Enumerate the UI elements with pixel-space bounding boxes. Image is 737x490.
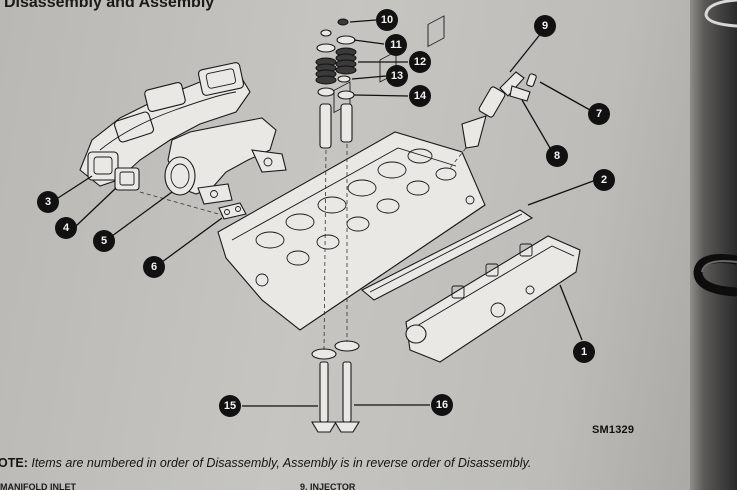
callout-10: 10 <box>376 9 398 31</box>
section-title: Disassembly and Assembly <box>4 0 215 11</box>
callout-1: 1 <box>573 341 595 363</box>
valve-seals <box>311 340 360 360</box>
svg-text:7: 7 <box>596 108 602 120</box>
valve-cover-gasket <box>361 209 534 301</box>
exploded-view-diagram: 1 2 3 4 5 6 7 8 9 10 11 12 13 14 15 16 <box>37 9 615 433</box>
callout-14: 14 <box>409 85 431 107</box>
callout-leaders <box>57 19 597 407</box>
callout-13: 13 <box>386 65 408 87</box>
valve-train-parts <box>315 18 357 149</box>
svg-text:3: 3 <box>45 196 51 208</box>
valves <box>311 361 360 433</box>
svg-text:6: 6 <box>151 261 157 273</box>
svg-text:2: 2 <box>601 174 607 186</box>
binder-ring-icon <box>693 254 737 297</box>
callout-4: 4 <box>55 217 77 239</box>
manual-page: Disassembly and Assembly <box>0 0 700 490</box>
injector-clamp <box>509 73 537 102</box>
flange-gasket <box>218 202 247 220</box>
manifold-gasket <box>114 167 140 191</box>
binder-edge <box>690 0 737 490</box>
injector <box>449 71 525 169</box>
figure-id: SM1329 <box>592 424 635 436</box>
callout-9: 9 <box>534 15 556 37</box>
exhaust-manifold <box>79 62 251 187</box>
callout-3: 3 <box>37 191 59 213</box>
svg-text:12: 12 <box>414 56 426 68</box>
callout-7: 7 <box>588 103 610 125</box>
svg-text:13: 13 <box>391 70 403 82</box>
svg-text:1: 1 <box>581 346 587 358</box>
svg-text:9: 9 <box>542 20 548 32</box>
svg-text:10: 10 <box>381 14 393 26</box>
footer-legend-middle: 9. INJECTOR <box>300 482 356 490</box>
callout-8: 8 <box>546 145 568 167</box>
svg-text:14: 14 <box>414 90 427 102</box>
callout-15: 15 <box>219 395 241 417</box>
svg-text:4: 4 <box>63 222 70 234</box>
note-text: Items are numbered in order of Disassemb… <box>31 456 532 470</box>
callout-2: 2 <box>593 169 615 191</box>
valve-cover <box>405 235 581 363</box>
callout-11: 11 <box>385 34 407 56</box>
svg-text:5: 5 <box>101 235 107 247</box>
disassembly-note: OTE: Items are numbered in order of Disa… <box>0 456 531 470</box>
callout-5: 5 <box>93 230 115 252</box>
svg-text:15: 15 <box>224 400 236 412</box>
svg-text:11: 11 <box>390 39 402 51</box>
svg-text:16: 16 <box>436 399 448 411</box>
callout-16: 16 <box>431 394 453 416</box>
binder-ring-top-icon <box>704 0 737 28</box>
inlet-manifold <box>164 117 287 205</box>
callout-12: 12 <box>409 51 431 73</box>
note-prefix: OTE: <box>0 456 28 470</box>
svg-text:8: 8 <box>554 150 560 162</box>
footer-legend-left: MANIFOLD INLET <box>0 482 76 490</box>
callout-6: 6 <box>143 256 165 278</box>
